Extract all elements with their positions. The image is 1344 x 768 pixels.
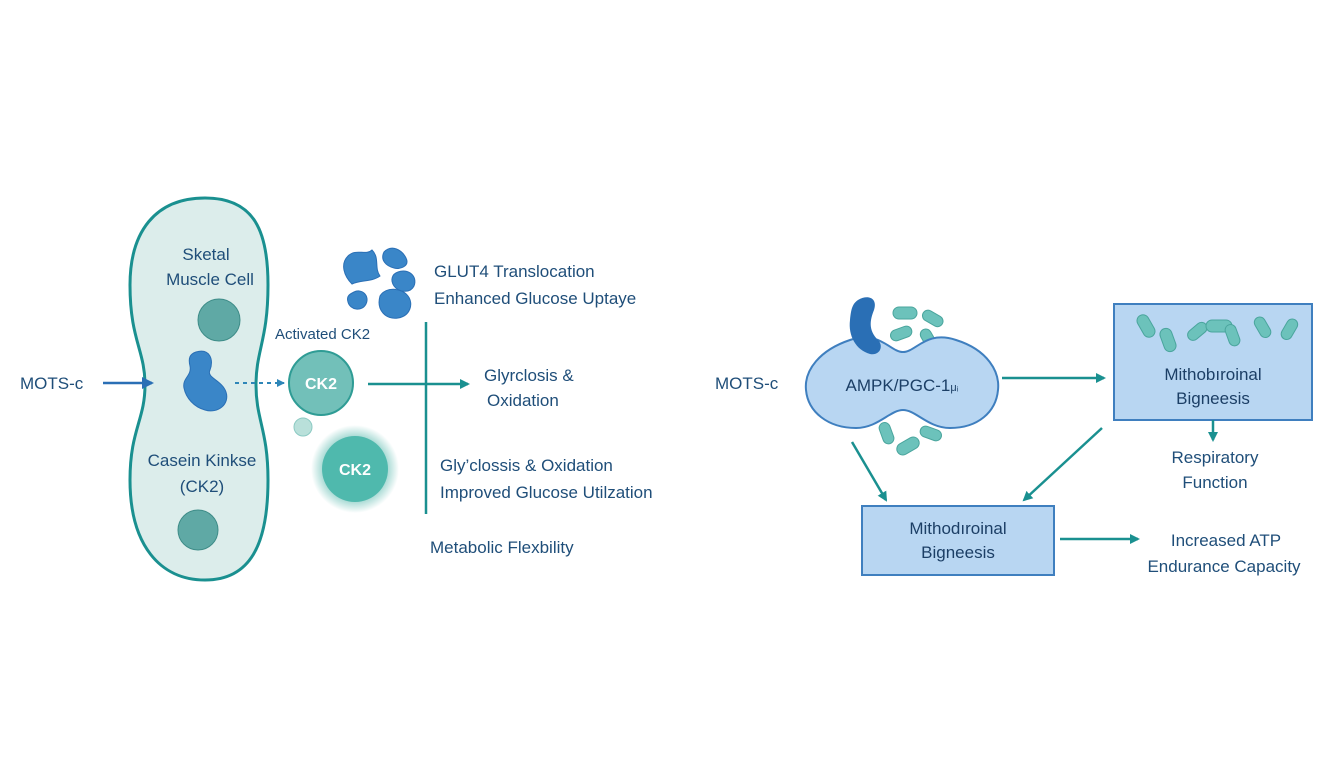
bottom-box-line1: Mithodıroinal xyxy=(909,519,1006,538)
cell-title-line2: Muscle Cell xyxy=(166,270,254,289)
kinase-protein-icon xyxy=(183,350,228,412)
mots-c-label-left: MOTS-c xyxy=(20,374,84,393)
respiratory-line1: Respiratory xyxy=(1172,448,1259,467)
glucose-cluster-icon xyxy=(343,247,416,319)
bottom-box-line2: Bigneesis xyxy=(921,543,995,562)
ck2-node-label: CK2 xyxy=(305,376,337,393)
ck2-glow-node xyxy=(322,436,388,502)
utilization-line1: Gly’clossis & Oxidation xyxy=(440,456,613,475)
ck2-node xyxy=(288,350,354,416)
ampk-to-bottom-box-arrow xyxy=(850,441,888,502)
glut4-line2: Enhanced Glucose Uptaye xyxy=(434,289,636,308)
respiratory-line2: Function xyxy=(1182,473,1247,492)
glycolysis-line2: Oxidation xyxy=(487,391,559,410)
enzyme-line1: Casein Kinkse xyxy=(148,451,257,470)
top-box-to-bottom-box-arrow xyxy=(1022,427,1103,502)
top-box-line2: Bigneesis xyxy=(1176,389,1250,408)
glycolysis-line1: Glyrclosis & xyxy=(484,366,574,385)
ampk-label: AMPK/PGC-1μᵢ xyxy=(846,376,959,395)
organelle-upper xyxy=(197,298,241,342)
ampk-label-main: AMPK/PGC-1 xyxy=(846,376,951,395)
atp-line1: Increased ATP xyxy=(1171,531,1281,550)
organelle-lower xyxy=(177,509,219,551)
glut4-line1: GLUT4 Translocation xyxy=(434,262,595,281)
metabolic-flexibility-label: Metabolic Flexbility xyxy=(430,538,574,557)
ck2-glow-label: CK2 xyxy=(339,462,371,479)
atp-line2: Endurance Capacity xyxy=(1147,557,1301,576)
ampk-receptor-icon xyxy=(849,297,881,355)
ampk-pgc1-complex xyxy=(804,336,1000,430)
mots-c-label-right: MOTS-c xyxy=(715,374,779,393)
ck2-small-bubble xyxy=(293,417,313,437)
activated-ck2-label: Activated CK2 xyxy=(275,326,370,343)
ampk-label-suffix: μᵢ xyxy=(950,382,958,394)
top-box-mitochondria-icon xyxy=(1136,314,1299,353)
cell-title-line1: Sketal xyxy=(182,245,229,264)
mitochondrial-biogenesis-box-bottom xyxy=(861,505,1055,576)
utilization-line2: Improved Glucose Utilzation xyxy=(440,483,653,502)
top-box-line1: Mithobıroinal xyxy=(1164,365,1261,384)
enzyme-line2: (CK2) xyxy=(180,477,224,496)
